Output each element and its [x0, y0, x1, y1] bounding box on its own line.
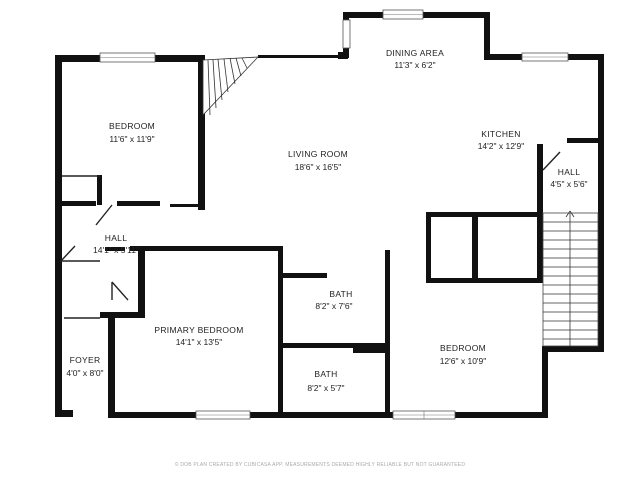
- room-bath-lower: BATH 8'2" x 5'7": [307, 369, 344, 393]
- room-hall-west-dims: 14'1" x 5'11": [93, 245, 139, 255]
- room-primary-bedroom: PRIMARY BEDROOM 14'1" x 13'5": [154, 325, 243, 347]
- room-bedroom-nw-name: BEDROOM: [109, 121, 155, 131]
- room-primary-bedroom-name: PRIMARY BEDROOM: [154, 325, 243, 335]
- stair-west: [202, 56, 259, 117]
- room-living-room-dims: 18'6" x 16'5": [295, 162, 342, 172]
- room-bedroom-se: BEDROOM 12'6" x 10'9": [440, 343, 487, 366]
- room-hall-east: HALL 4'5" x 5'6": [550, 167, 587, 189]
- room-foyer-dims: 4'0" x 8'0": [66, 368, 103, 378]
- room-bath-upper: BATH 8'2" x 7'6": [315, 289, 352, 311]
- room-hall-west-name: HALL: [105, 233, 127, 243]
- room-hall-east-dims: 4'5" x 5'6": [550, 179, 587, 189]
- room-bath-lower-name: BATH: [314, 369, 337, 379]
- room-bath-lower-dims: 8'2" x 5'7": [307, 383, 344, 393]
- room-foyer: FOYER 4'0" x 8'0": [66, 355, 103, 378]
- footer-disclaimer: © DOB PLAN CREATED BY CUBICASA APP. MEAS…: [175, 461, 465, 468]
- room-foyer-name: FOYER: [70, 355, 101, 365]
- room-kitchen-dims: 14'2" x 12'9": [478, 141, 525, 151]
- door-lines: [59, 151, 561, 319]
- room-bedroom-nw: BEDROOM 11'6" x 11'9": [109, 121, 155, 144]
- room-bath-upper-name: BATH: [329, 289, 352, 299]
- windows: [99, 9, 569, 420]
- room-bedroom-se-name: BEDROOM: [440, 343, 486, 353]
- room-dining-area: DINING AREA 11'3" x 6'2": [386, 48, 444, 70]
- room-bath-upper-dims: 8'2" x 7'6": [315, 301, 352, 311]
- room-dining-area-dims: 11'3" x 6'2": [394, 60, 435, 70]
- stair-east: [542, 210, 599, 347]
- interior-walls: [62, 55, 604, 415]
- room-kitchen-name: KITCHEN: [481, 129, 520, 139]
- room-bedroom-se-dims: 12'6" x 10'9": [440, 356, 487, 366]
- room-living-room-name: LIVING ROOM: [288, 149, 348, 159]
- room-hall-east-name: HALL: [558, 167, 580, 177]
- room-hall-west: HALL 14'1" x 5'11": [93, 233, 139, 255]
- room-living-room: LIVING ROOM 18'6" x 16'5": [288, 149, 348, 172]
- room-kitchen: KITCHEN 14'2" x 12'9": [478, 129, 525, 151]
- room-bedroom-nw-dims: 11'6" x 11'9": [109, 134, 154, 144]
- room-dining-area-name: DINING AREA: [386, 48, 444, 58]
- room-primary-bedroom-dims: 14'1" x 13'5": [176, 337, 223, 347]
